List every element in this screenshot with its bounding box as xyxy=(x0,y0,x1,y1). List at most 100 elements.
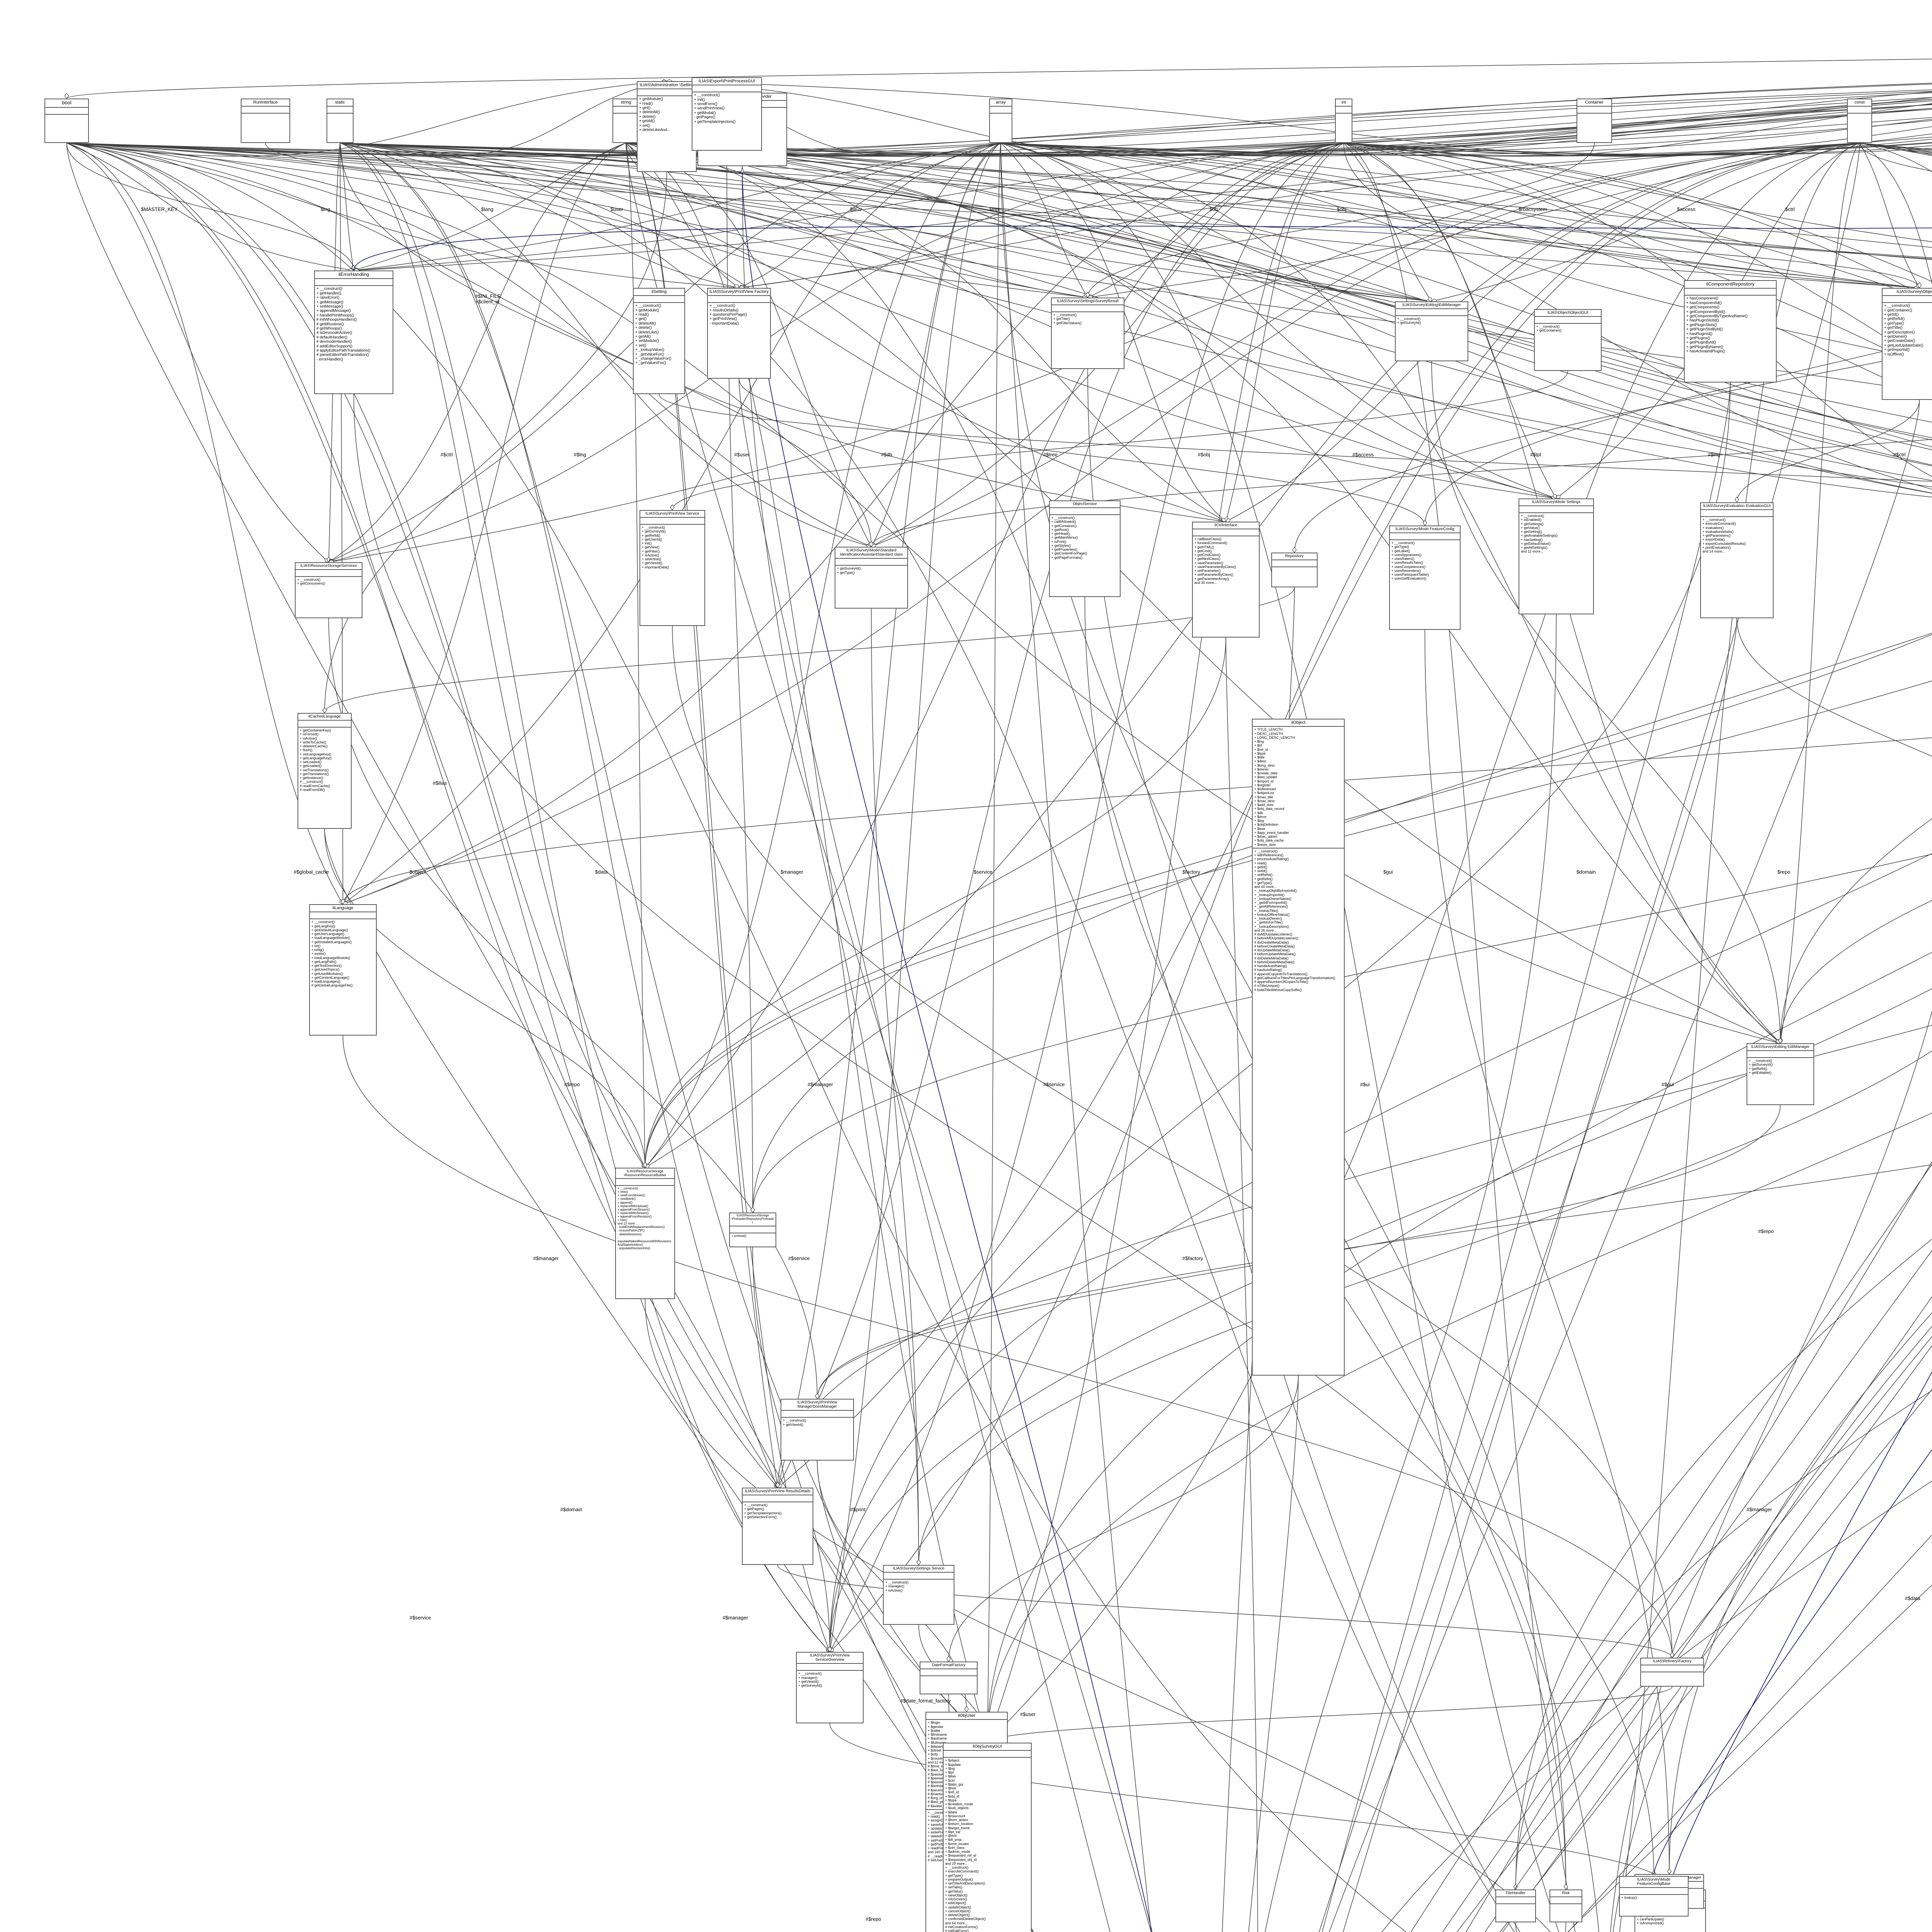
class-operation: + getContainer() xyxy=(1051,524,1077,528)
class-operation: + isActive() xyxy=(885,1588,903,1592)
class-operation: + deletePref() xyxy=(928,1834,949,1838)
class-operation: - ensurePathInZIP() xyxy=(617,1229,645,1233)
uml-class-node[interactable]: ILIAS\Administration \Setting+ getModule… xyxy=(637,81,697,172)
uml-class-node[interactable]: ILIAS\Survey\ObjectGUI+ __construct()+ g… xyxy=(1882,288,1932,400)
class-operation: + getRefId() xyxy=(1884,317,1905,321)
class-operation: # buildTitleWithoutCopySuffix() xyxy=(1254,988,1302,992)
class-operation-compartment: + getModule()+ read()+ get()+ deleteAll(… xyxy=(638,95,696,133)
uml-class-node[interactable]: Repository xyxy=(1271,553,1318,587)
uml-class-node[interactable]: ILIAS\Survey\Settings Service+ __constru… xyxy=(883,1565,954,1625)
class-operation: + __construct() xyxy=(1391,541,1415,545)
class-attribute: + $owner xyxy=(1254,767,1269,771)
uml-class-node[interactable]: ILIAS\ResourceStorage\Services+ __constr… xyxy=(295,562,362,618)
uml-class-node[interactable]: ILIAS\Survey\PrintView ManagerDoesManage… xyxy=(781,1399,854,1461)
uml-class-node[interactable]: ilObject+ TITLE_LENGTH+ DESC_LENGTH+ LON… xyxy=(1252,719,1345,1376)
class-operation: + __construct() xyxy=(1702,518,1726,522)
uml-class-node[interactable]: ILIAS\Survey\Mode Settings+ __construct(… xyxy=(1519,498,1594,614)
class-attribute: + $objectList xyxy=(1254,791,1274,795)
uml-class-node[interactable]: ILIAS\Survey\Editing\EditManager+ __cons… xyxy=(1395,301,1468,361)
uml-class-node[interactable]: ilCachedLanguage+ getContainerKey()+ isF… xyxy=(298,713,352,829)
uml-class-node[interactable]: ILIAS\ResourceStorage \Preloader\Reposit… xyxy=(729,1213,776,1247)
uml-class-node[interactable]: const xyxy=(1847,99,1872,143)
uml-class-node[interactable]: ilComponentRepository+ hasComponent()+ h… xyxy=(1684,280,1777,383)
class-operation: - populateRevisionInfo() xyxy=(617,1247,650,1250)
class-operation: + preload() xyxy=(731,1234,747,1238)
class-operation: + replaceWithStream() xyxy=(617,1211,649,1215)
class-operation-compartment: + __construct()+ init()+ sendForm()+ sen… xyxy=(692,92,761,125)
class-operation: + getDefaultValue() xyxy=(1521,541,1551,546)
uml-class-node[interactable]: FileHandler xyxy=(1495,1889,1536,1922)
class-operation: + evaluation() xyxy=(1702,526,1724,530)
class-operation: + evaluationdetails() xyxy=(1702,529,1734,534)
uml-class-node[interactable]: ILIAS\Survey\PrintView ServiceOverview+ … xyxy=(796,1652,864,1723)
class-attribute-compartment xyxy=(1390,532,1460,539)
edge-label: #$INI_FILE +$client_id xyxy=(475,293,501,305)
class-operation: + _getIdsForTitle() xyxy=(1254,920,1283,925)
uml-class-node[interactable]: ILIAS\Survey\Settings\SurveyResult+ __co… xyxy=(1051,298,1124,369)
class-operation: + getLangKey() xyxy=(311,924,335,928)
uml-class-node[interactable]: static xyxy=(327,99,354,143)
uml-class-node[interactable]: ILIAS\Survey\Mode FeatureConfigBase+ loo… xyxy=(1619,1876,1689,1917)
class-operation: + getSurveyId() xyxy=(1749,1063,1773,1067)
edge-label: $lang xyxy=(481,206,493,212)
class-operation-compartment: + __construct()+ getViewId() xyxy=(781,1417,853,1428)
uml-class-node[interactable]: Risk xyxy=(1549,1889,1582,1922)
uml-class-node[interactable]: ILIAS\Export\PrintProcessGUI+ __construc… xyxy=(692,77,762,151)
class-operation: + getRefId() xyxy=(1254,877,1273,881)
uml-class-node[interactable]: string xyxy=(612,99,639,143)
uml-class-node[interactable]: ILIAS\Survey\Evaluation EvaluationGUI+ _… xyxy=(1700,502,1774,618)
class-operation: + canParticipate() xyxy=(1637,1917,1664,1921)
uml-class-node[interactable]: ILIAS\Survey\Mode FeatureConfig+ __const… xyxy=(1389,526,1461,630)
class-operation: # beforeMDUpdateListener() xyxy=(1254,936,1299,940)
uml-class-node[interactable]: ilSetting+ __construct()+ getModule()+ r… xyxy=(633,288,685,394)
class-operation: + txtlig() xyxy=(311,948,324,952)
uml-class-node[interactable]: bool xyxy=(44,99,89,143)
uml-class-node[interactable]: ilObjSurveyGUI+ $object+ $update+ $lng+ … xyxy=(943,1743,1032,1932)
class-operation: + _lookupObjIdByImportId() xyxy=(1254,889,1297,893)
uml-class-node[interactable]: RunInterface xyxy=(241,99,290,143)
uml-class-node[interactable]: ILIAS\Refinery\Factory xyxy=(1640,1658,1704,1687)
uml-class-node[interactable]: ilLanguage+ __construct()+ getLangKey()+… xyxy=(309,904,377,1036)
class-operation-compartment: + getSurveyId()+ getType() xyxy=(835,565,907,576)
uml-class-node[interactable]: ilCtrlInterface+ callBaseClass()+ forwar… xyxy=(1192,522,1260,638)
class-operation: + setParameter() xyxy=(1194,569,1221,573)
uml-class-node[interactable]: Container xyxy=(1577,99,1612,143)
class-attribute: + $app_event_handler xyxy=(1254,830,1289,835)
uml-class-node[interactable]: int xyxy=(1335,99,1352,143)
uml-class-node[interactable]: ILIAS\Survey\Mode\Standard Identificatio… xyxy=(835,547,908,609)
class-operation: + forwardCommand() xyxy=(1194,541,1228,545)
class-name: ILIAS\Survey\Settings\SurveyResult xyxy=(1057,299,1119,303)
class-operation: + appendMessage() xyxy=(316,309,351,313)
class-operation: + getType() xyxy=(945,1873,963,1878)
class-operation-compartment: + $object+ $update+ $lng+ $tpl+ $ilias+ … xyxy=(944,1757,1031,1932)
class-operation: + $form_action xyxy=(945,1818,968,1822)
class-operation: + flush() xyxy=(300,748,313,752)
class-attribute: + $city xyxy=(928,1752,938,1757)
class-operation: + hasPluginId() xyxy=(1686,332,1713,336)
uml-class-node[interactable]: DateFormatFactory xyxy=(920,1662,978,1694)
class-attribute: # $last_login xyxy=(928,1768,947,1772)
uml-class-node[interactable]: ILIAS\Survey\Editing EditManager+ __cons… xyxy=(1747,1043,1814,1105)
uml-class-node[interactable]: array xyxy=(989,99,1012,143)
class-operation: + $creation_mode xyxy=(945,1802,973,1806)
edge-label: #$manager xyxy=(808,1082,833,1087)
uml-class-node[interactable]: ILIAS\Object\ObjectGUI+ __construct()+ g… xyxy=(1534,309,1602,371)
class-operation: + _getValueFor() xyxy=(635,352,664,357)
uml-class-node[interactable]: ObjectService+ __construct()+ callIfAllo… xyxy=(1049,500,1121,597)
class-attribute: + $last_update xyxy=(1254,775,1277,779)
uml-class-node[interactable]: ILIAS\Survey\PrintView Factory+ __constr… xyxy=(707,288,771,379)
class-operation: + getUserId() xyxy=(642,537,662,541)
uml-class-node[interactable]: ILIAS\Survey\PrintView Service+ __constr… xyxy=(639,510,705,626)
class-operation: + assignData() xyxy=(928,1818,951,1823)
class-operation: + __construct() xyxy=(642,526,665,530)
class-operation: # parseEditorPathTranslation() xyxy=(316,353,369,357)
class-operation: + setTranslations() xyxy=(300,768,329,772)
uml-class-node[interactable]: ilErrorHandling+ __construct()+ getHandl… xyxy=(314,270,393,394)
edge-label: #$lng xyxy=(1708,452,1720,457)
class-operation: and 12 more... xyxy=(617,1222,638,1226)
class-operation: # appendNumberOfCopiesToTitle() xyxy=(1254,980,1308,984)
class-operation: # isTitleUnique() xyxy=(1254,984,1280,988)
uml-class-node[interactable]: ILIAS\ResourceStorage \Resource\Resource… xyxy=(615,1168,675,1299)
uml-class-node[interactable]: ILIAS\Survey\PrintView ResultsDetails+ _… xyxy=(742,1488,813,1565)
edge-label: #$gui xyxy=(1662,1082,1674,1087)
